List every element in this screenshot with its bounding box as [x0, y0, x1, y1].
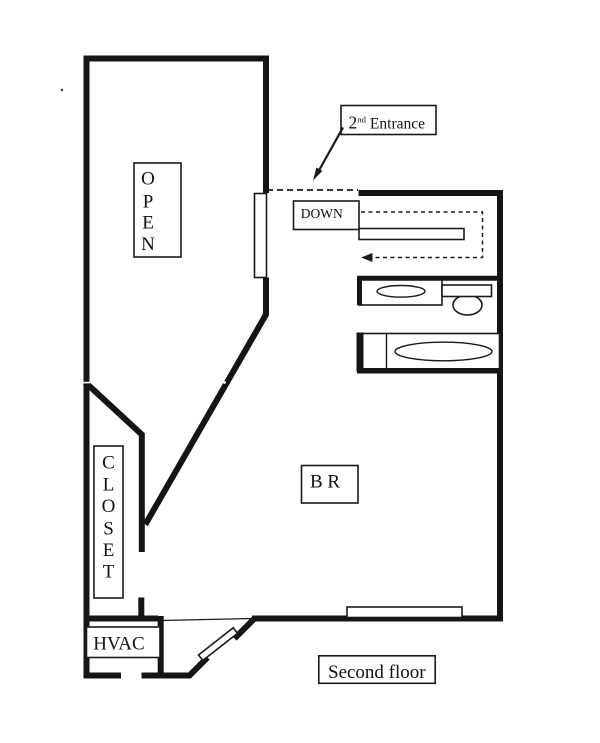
svg-text:O: O: [141, 168, 155, 189]
svg-text:E: E: [103, 540, 115, 561]
svg-text:2nd Entrance: 2nd Entrance: [349, 113, 426, 133]
svg-text:E: E: [142, 212, 154, 233]
svg-text:P: P: [143, 191, 154, 212]
svg-text:N: N: [141, 234, 155, 255]
svg-text:HVAC: HVAC: [93, 634, 144, 655]
svg-text:T: T: [103, 562, 115, 583]
svg-text:L: L: [103, 475, 115, 496]
svg-text:Second floor: Second floor: [328, 662, 426, 683]
svg-text:DOWN: DOWN: [301, 206, 343, 221]
svg-text:S: S: [103, 519, 114, 540]
svg-text:O: O: [102, 496, 116, 517]
svg-text:C: C: [102, 453, 115, 474]
svg-text:B R: B R: [310, 471, 340, 492]
